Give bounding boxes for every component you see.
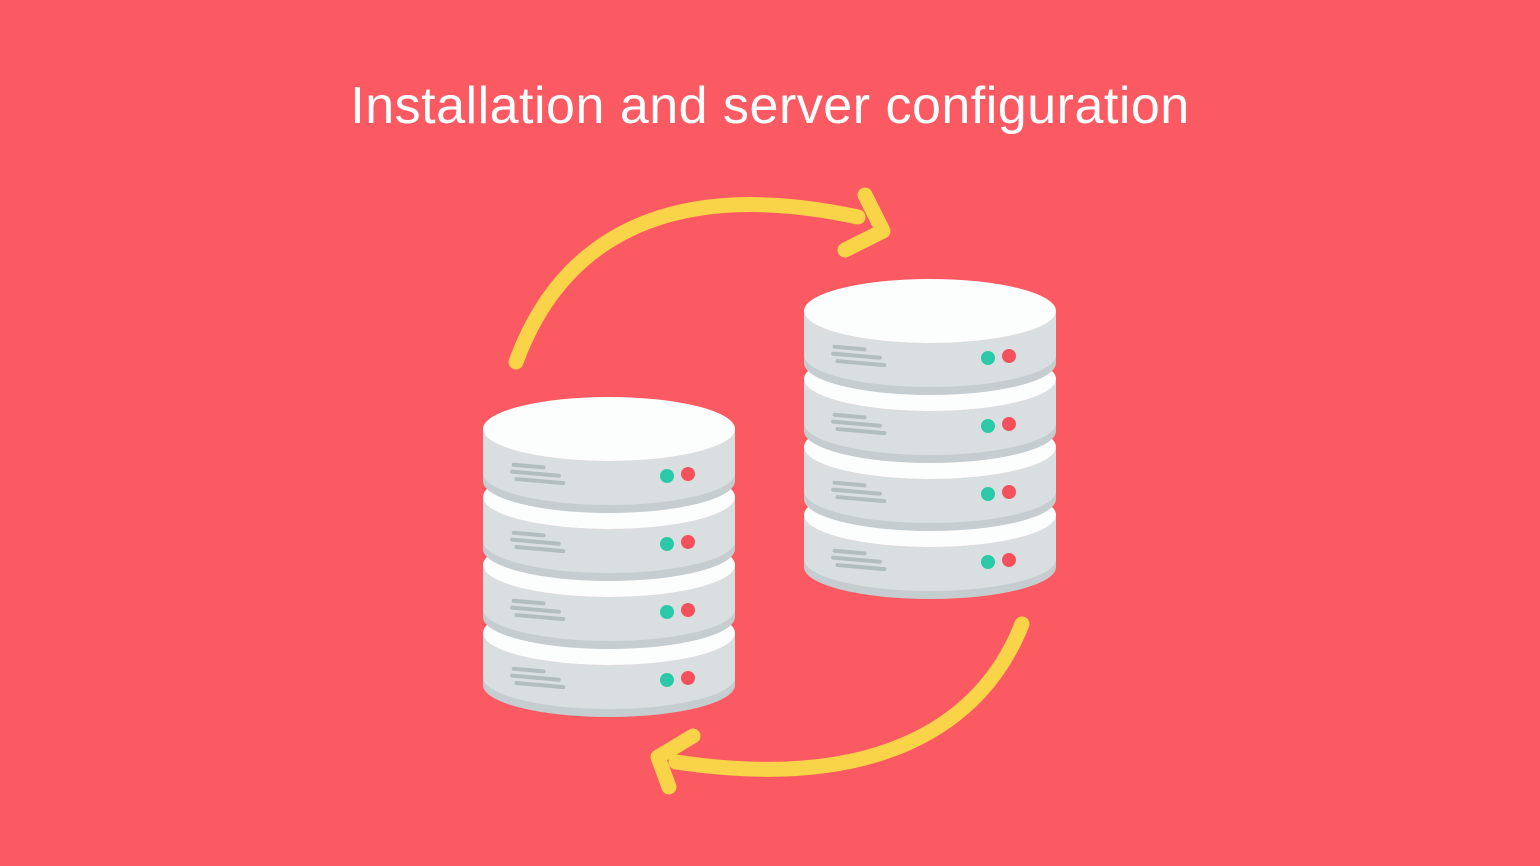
status-led-red — [1002, 553, 1016, 567]
vent-line — [511, 462, 546, 470]
vent-line — [511, 598, 546, 606]
vent-line — [510, 537, 561, 546]
status-led-red — [681, 535, 695, 549]
vent-lines — [510, 598, 566, 622]
vent-line — [832, 344, 867, 352]
status-led-teal — [660, 537, 674, 551]
disk-body — [483, 497, 735, 573]
arrow-head-icon — [837, 187, 891, 258]
arrow-head-icon — [650, 728, 701, 795]
vent-line — [511, 666, 546, 674]
disk-body — [804, 311, 1056, 387]
status-led-teal — [660, 673, 674, 687]
vent-line — [835, 359, 887, 368]
vent-lines — [510, 462, 566, 486]
vent-line — [835, 427, 887, 436]
vent-line — [831, 419, 882, 428]
arrow-curve — [668, 616, 1030, 777]
vent-lines — [831, 480, 887, 504]
database-stack-right — [804, 279, 1056, 599]
vent-line — [514, 477, 566, 486]
vent-line — [832, 412, 867, 420]
vent-line — [832, 548, 867, 556]
status-led-red — [1002, 349, 1016, 363]
vent-line — [831, 351, 882, 360]
disk-top-face — [804, 279, 1056, 343]
vent-line — [832, 480, 867, 488]
vent-line — [831, 555, 882, 564]
status-led-red — [681, 467, 695, 481]
vent-line — [835, 563, 887, 572]
disk — [483, 397, 735, 513]
vent-line — [511, 530, 546, 538]
vent-line — [510, 605, 561, 614]
status-led-teal — [660, 605, 674, 619]
vent-line — [514, 613, 566, 622]
vent-line — [510, 673, 561, 682]
vent-line — [510, 469, 561, 478]
vent-line — [835, 495, 887, 504]
cycle-arrow-top — [508, 187, 891, 370]
status-led-teal — [660, 469, 674, 483]
arrow-curve — [508, 197, 866, 370]
vent-lines — [510, 530, 566, 554]
status-led-teal — [981, 487, 995, 501]
status-led-red — [1002, 417, 1016, 431]
database-stack-left — [483, 397, 735, 717]
status-led-teal — [981, 351, 995, 365]
cycle-arrow-bottom — [650, 616, 1030, 795]
vent-line — [831, 487, 882, 496]
vent-lines — [831, 548, 887, 572]
disk-body — [483, 633, 735, 709]
vent-lines — [831, 344, 887, 368]
status-led-red — [681, 603, 695, 617]
disk-body — [804, 447, 1056, 523]
disk — [804, 279, 1056, 395]
vent-lines — [510, 666, 566, 690]
disk-body — [804, 515, 1056, 591]
status-led-teal — [981, 419, 995, 433]
vent-line — [514, 681, 566, 690]
vent-lines — [831, 412, 887, 436]
disk-body — [483, 565, 735, 641]
disk-body — [804, 379, 1056, 455]
disk-body — [483, 429, 735, 505]
disk-top-face — [483, 397, 735, 461]
status-led-red — [681, 671, 695, 685]
status-led-red — [1002, 485, 1016, 499]
vent-line — [514, 545, 566, 554]
status-led-teal — [981, 555, 995, 569]
page-title: Installation and server configuration — [350, 77, 1190, 135]
